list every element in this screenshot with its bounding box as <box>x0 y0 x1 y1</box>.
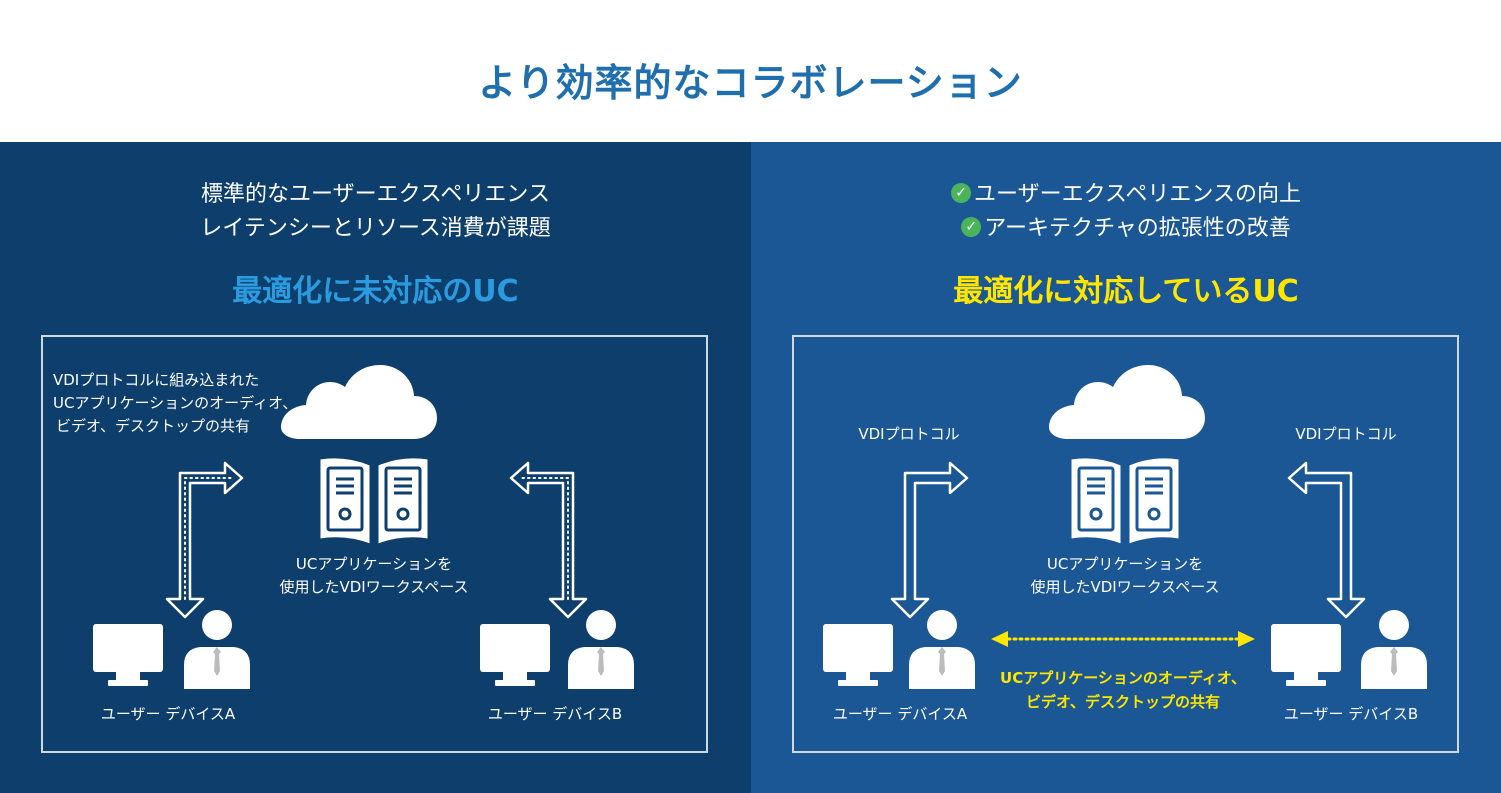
left-server-label-2: 使用したVDIワークスペース <box>279 578 469 596</box>
person-icon-b <box>568 610 634 689</box>
server-icon <box>318 456 430 546</box>
check-icon: ✓ <box>961 217 982 237</box>
left-diagram-box: VDIプロトコルに組み込まれた UCアプリケーションのオーディオ、 ビデオ、デス… <box>41 335 708 753</box>
person-icon-b <box>1361 610 1427 689</box>
right-headline: 最適化に対応しているUC <box>953 274 1299 309</box>
left-subtitle-1: 標準的なユーザーエクスペリエンス <box>201 182 550 207</box>
arrow-left-down <box>890 461 969 619</box>
right-protocol-left: VDIプロトコル <box>858 425 960 443</box>
left-note-line3: ビデオ、デスクトップの共有 <box>55 417 251 435</box>
left-note-line2: UCアプリケーションのオーディオ、 <box>53 394 298 412</box>
arrow-left-down <box>165 461 244 619</box>
right-direct-label-2: ビデオ、デスクトップの共有 <box>1025 693 1221 711</box>
cloud-icon <box>281 365 437 439</box>
server-icon <box>1069 456 1181 546</box>
right-panel: ✓ユーザーエクスペリエンスの向上 ✓アーキテクチャの拡張性の改善 最適化に対応し… <box>751 142 1501 793</box>
left-headline: 最適化に未対応のUC <box>232 274 519 309</box>
right-check-text-1: ユーザーエクスペリエンスの向上 <box>974 182 1301 207</box>
right-server-label-2: 使用したVDIワークスペース <box>1030 578 1220 596</box>
right-device-a-label: ユーザー デバイスA <box>832 705 968 723</box>
left-server-label-1: UCアプリケーションを <box>295 555 453 573</box>
right-protocol-right: VDIプロトコル <box>1295 425 1397 443</box>
right-diagram-box: VDIプロトコル VDIプロトコル UCアプリケーションを 使用したVDIワーク… <box>792 335 1459 753</box>
left-device-b-label: ユーザー デバイスB <box>487 705 623 723</box>
page-title: より効率的なコラボレーション <box>478 61 1023 105</box>
check-icon: ✓ <box>951 183 972 203</box>
right-check-item-1: ✓ユーザーエクスペリエンスの向上 <box>751 178 1501 212</box>
right-device-b-label: ユーザー デバイスB <box>1283 705 1419 723</box>
direct-link-arrow-left <box>991 631 1008 647</box>
right-check-text-2: アーキテクチャの拡張性の改善 <box>984 216 1291 241</box>
right-server-label-1: UCアプリケーションを <box>1046 555 1204 573</box>
monitor-icon-a <box>93 624 163 686</box>
person-icon-a <box>909 610 975 689</box>
right-check-item-2: ✓アーキテクチャの拡張性の改善 <box>751 212 1501 246</box>
arrow-right-down <box>509 461 588 619</box>
monitor-icon-b <box>480 624 550 686</box>
cloud-icon <box>1049 365 1205 439</box>
monitor-icon-b <box>1271 624 1341 686</box>
direct-link-arrow-right <box>1238 631 1255 647</box>
arrow-right-down <box>1287 461 1366 619</box>
person-icon-a <box>184 610 250 689</box>
right-direct-label-1: UCアプリケーションのオーディオ、 <box>1000 669 1246 687</box>
monitor-icon-a <box>823 624 893 686</box>
left-diagram-svg <box>93 365 634 689</box>
left-device-a-label: ユーザー デバイスA <box>100 705 236 723</box>
left-panel: 標準的なユーザーエクスペリエンス レイテンシーとリソース消費が課題 最適化に未対… <box>0 142 751 793</box>
right-diagram-svg <box>823 365 1427 689</box>
left-note-line1: VDIプロトコルに組み込まれた <box>53 371 260 389</box>
left-subtitle-2: レイテンシーとリソース消費が課題 <box>200 216 551 241</box>
